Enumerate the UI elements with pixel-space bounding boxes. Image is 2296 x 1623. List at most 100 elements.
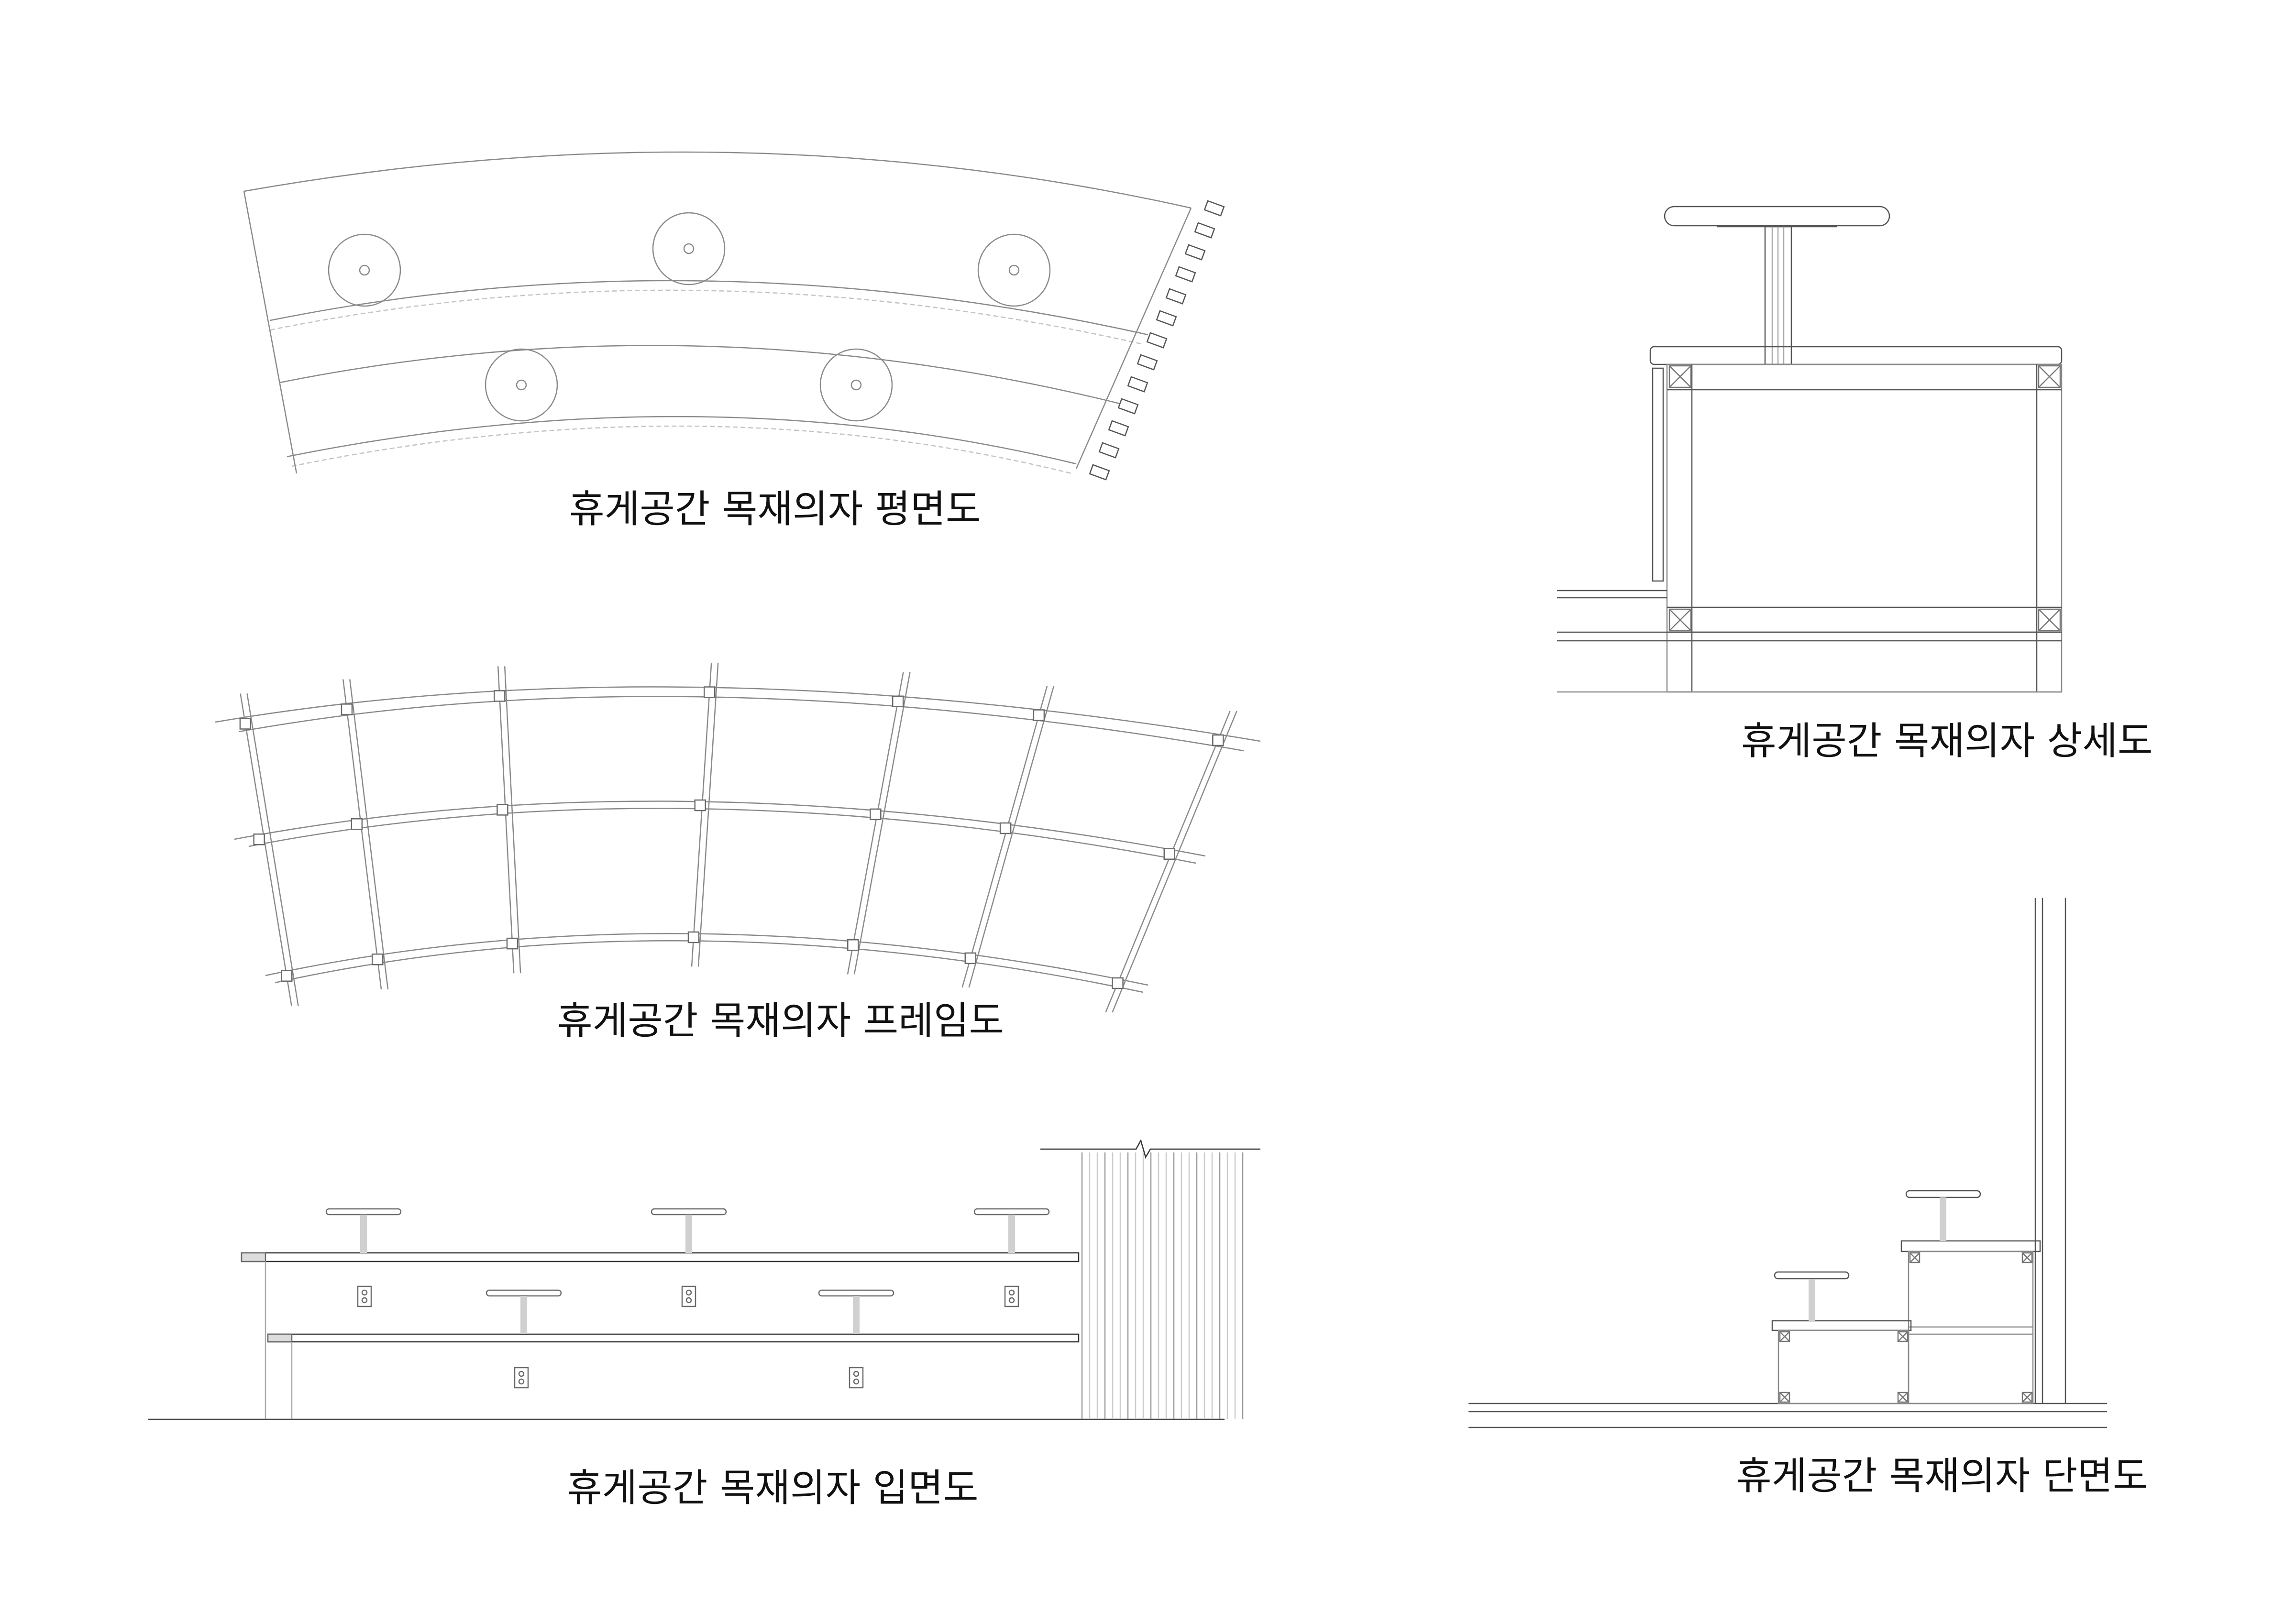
- plan-wall-block: [1099, 443, 1119, 458]
- elevation-outlet-socket: [1009, 1290, 1014, 1295]
- plan-lower-bench-front: [287, 417, 1076, 464]
- section-joint-diag: [1780, 1393, 1789, 1402]
- plan-stool-2: [653, 213, 725, 285]
- frame-joint: [695, 800, 706, 811]
- section-floor: [1468, 1404, 2107, 1427]
- detail-joint-diag: [1669, 609, 1691, 631]
- plan-wall-block: [1118, 399, 1138, 414]
- frame-post: [343, 680, 381, 989]
- elevation-upper-bench-top: [242, 1253, 1079, 1261]
- frame-post-inner: [969, 686, 1054, 987]
- frame-post-inner: [247, 693, 298, 1006]
- plan-stool-1: [329, 234, 400, 306]
- frame-joint: [254, 834, 265, 844]
- frame-post-inner: [350, 680, 388, 989]
- plan-lower-bench-back: [280, 345, 1122, 404]
- elevation-wall-panel: [1082, 1152, 1243, 1419]
- section-view-drawing: [1468, 898, 2107, 1427]
- plan-wall-block: [1176, 267, 1195, 282]
- frame-joint: [704, 687, 715, 698]
- section-joint: [1910, 1253, 1920, 1262]
- detail-joint: [1669, 609, 1691, 631]
- elevation-outlet: [358, 1286, 371, 1306]
- elevation-lower-bench-top: [268, 1334, 1079, 1342]
- frame-post: [848, 672, 903, 975]
- plan-wall-block: [1185, 245, 1205, 260]
- section-joint-diag: [1780, 1332, 1789, 1341]
- detail-caption: 휴게공간 목재의자 상세도: [1741, 719, 2153, 763]
- elevation-upper-bench-nosing: [242, 1253, 265, 1261]
- frame-joint: [965, 953, 976, 964]
- plan-stool-5-center: [851, 380, 861, 390]
- frame-joint: [352, 819, 362, 829]
- section-joint: [1898, 1393, 1908, 1402]
- plan-stool-3: [978, 234, 1050, 306]
- frame-post: [692, 663, 711, 967]
- elevation-outlet-socket: [519, 1371, 524, 1376]
- plan-stool-2-center: [684, 244, 694, 253]
- elevation-outlet-socket: [686, 1298, 691, 1303]
- section-lower-stool-seat: [1775, 1272, 1849, 1279]
- plan-right-edge: [1076, 208, 1191, 469]
- plan-wall-block: [1090, 465, 1109, 480]
- frame-top-rail-outer: [215, 687, 1260, 741]
- frame-joint: [342, 704, 352, 714]
- detail-joint-diag: [2039, 366, 2060, 387]
- section-lower-bench-frame: [1778, 1330, 1909, 1404]
- elevation-outlet-socket: [519, 1379, 524, 1384]
- frame-mid-rail-inner: [249, 808, 1196, 863]
- section-joint: [1898, 1332, 1908, 1341]
- detail-stool-seat: [1665, 207, 1889, 226]
- frame-post-inner: [854, 672, 910, 975]
- frame-view-drawing: [215, 663, 1260, 1012]
- elevation-outlet-socket: [362, 1298, 367, 1303]
- frame-post-inner: [1112, 711, 1236, 1012]
- frame-joint: [1164, 849, 1175, 859]
- frame-joint: [870, 809, 881, 820]
- section-cross-joints: [1780, 1253, 2032, 1402]
- section-joint-diag: [2022, 1393, 2032, 1402]
- elevation-stool-seat: [819, 1290, 894, 1296]
- detail-view-drawing: [1557, 207, 2062, 692]
- frame-caption: 휴게공간 목재의자 프레임도: [557, 998, 1004, 1043]
- plan-view-drawing: [244, 152, 1224, 480]
- plan-wall-block: [1137, 355, 1157, 370]
- plan-wall-block: [1109, 421, 1128, 436]
- elevation-outlet-socket: [854, 1371, 859, 1376]
- section-joint-diag: [2022, 1253, 2032, 1262]
- elevation-outlet-socket: [686, 1290, 691, 1295]
- section-joint-diag: [1898, 1332, 1908, 1341]
- frame-post: [962, 686, 1047, 987]
- plan-stool-5: [820, 349, 892, 421]
- plan-caption: 휴게공간 목재의자 평면도: [569, 487, 981, 531]
- elevation-lower-bench-nosing: [268, 1334, 292, 1342]
- plan-stool-3-center: [1009, 265, 1019, 275]
- detail-joint-diag: [2039, 609, 2060, 631]
- elevation-stool-seat: [486, 1290, 561, 1296]
- frame-joint: [1034, 710, 1044, 720]
- elevation-outlet-socket: [854, 1379, 859, 1384]
- elevation-wall-break-line: [1040, 1140, 1260, 1157]
- frame-post-inner: [698, 663, 718, 967]
- section-joint-diag: [1898, 1393, 1908, 1402]
- elevation-stools: [326, 1209, 1049, 1334]
- elevation-stool-seat: [651, 1209, 726, 1215]
- frame-joint: [240, 719, 251, 729]
- frame-post: [241, 693, 292, 1006]
- detail-cross-joints: [1669, 366, 2060, 631]
- frame-post: [1105, 711, 1230, 1012]
- elevation-outlet: [682, 1286, 695, 1306]
- elevation-stool-seat: [974, 1209, 1049, 1215]
- plan-stool-1-center: [360, 265, 369, 275]
- section-joint: [1780, 1332, 1789, 1341]
- detail-joint: [2039, 366, 2060, 387]
- frame-joints: [240, 687, 1223, 988]
- detail-joint: [2039, 609, 2060, 631]
- plan-wall-block: [1147, 333, 1167, 348]
- elevation-outlet-socket: [1009, 1298, 1014, 1303]
- elevation-outlet: [850, 1368, 863, 1388]
- section-upper-stool-seat: [1906, 1191, 1980, 1197]
- elevation-outlets: [358, 1286, 1018, 1388]
- plan-outer-arc: [244, 152, 1191, 208]
- section-lower-bench-top: [1772, 1321, 1911, 1330]
